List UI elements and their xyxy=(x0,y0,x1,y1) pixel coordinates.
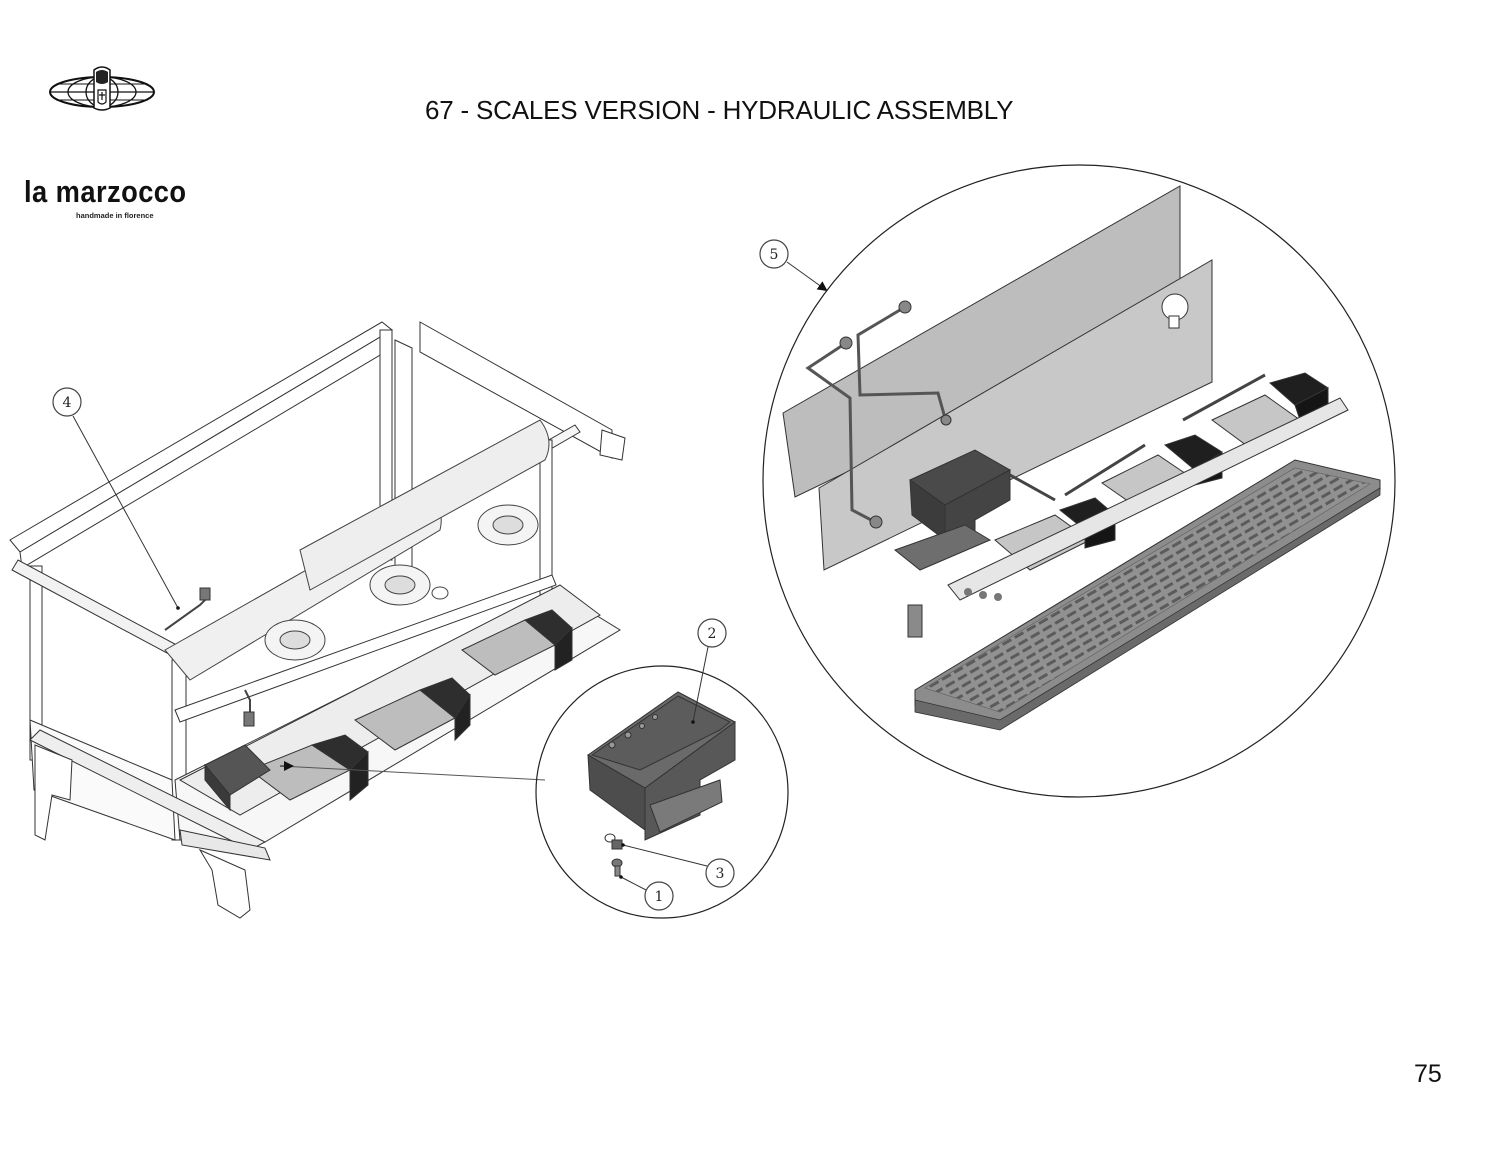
brand-name: la marzocco xyxy=(24,174,187,209)
detail-circle-scales-assembly xyxy=(762,164,1396,798)
drip-tray-part xyxy=(587,691,736,841)
brand-tagline: handmade in florence xyxy=(76,211,154,220)
callout-label-5: 5 xyxy=(770,247,779,263)
page-title: 67 - SCALES VERSION - HYDRAULIC ASSEMBLY xyxy=(425,95,1014,125)
copper-pipes xyxy=(805,305,947,524)
drip-tray-assembled xyxy=(893,449,1012,571)
fitting-part xyxy=(604,833,623,850)
callout-2[interactable]: 2 xyxy=(691,618,727,724)
brand-logo: la marzocco handmade in florence xyxy=(10,62,210,220)
detail-circle-drip-tray xyxy=(535,665,789,919)
detail-leader-line xyxy=(279,765,546,781)
page-number: 75 xyxy=(1414,1060,1442,1088)
globe-lion-emblem-icon xyxy=(49,66,155,111)
callout-3[interactable]: 3 xyxy=(621,843,735,888)
callout-label-2: 2 xyxy=(708,626,717,642)
callout-label-3: 3 xyxy=(716,866,725,882)
callout-4[interactable]: 4 xyxy=(52,387,180,610)
drip-grate-tray xyxy=(914,459,1381,731)
water-pipes xyxy=(164,587,255,727)
callout-label-1: 1 xyxy=(655,889,664,905)
callout-5[interactable]: 5 xyxy=(759,239,828,292)
scale-base-rail xyxy=(947,397,1349,601)
callout-1[interactable]: 1 xyxy=(619,875,674,911)
screw-part xyxy=(611,858,623,877)
connection-rods xyxy=(1009,373,1266,502)
brew-groups xyxy=(164,419,550,681)
small-fitting xyxy=(907,604,923,638)
callout-label-4: 4 xyxy=(63,395,72,411)
scale-modules xyxy=(204,609,573,812)
